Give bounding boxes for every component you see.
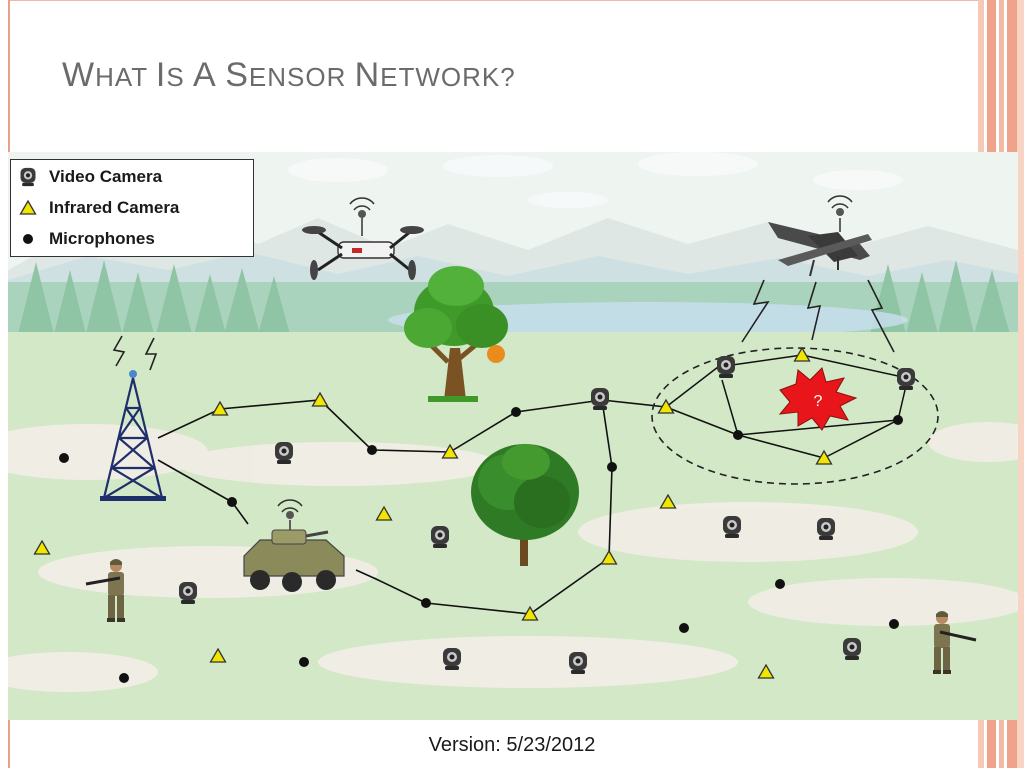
infrared-camera-icon xyxy=(17,197,39,219)
microphone-icon xyxy=(17,228,39,250)
video-camera-sensor xyxy=(717,356,735,378)
video-camera-sensor xyxy=(443,648,461,670)
legend-item-video-camera: Video Camera xyxy=(11,164,162,190)
microphone-sensor xyxy=(59,453,69,463)
alert-question-mark: ? xyxy=(814,393,823,410)
alert-explosion-icon: ? xyxy=(778,367,858,431)
soldier-right-icon xyxy=(933,611,977,674)
microphone-sensor xyxy=(421,598,431,608)
video-camera-sensor xyxy=(723,516,741,538)
microphone-sensor xyxy=(299,657,309,667)
cell-tower-icon xyxy=(100,370,166,501)
microphone-sensor xyxy=(775,579,785,589)
oak-tree-icon xyxy=(404,266,508,402)
bush-tree-icon xyxy=(471,444,579,566)
video-camera-sensor xyxy=(843,638,861,660)
sensor-network-scene: ? xyxy=(8,152,1018,720)
quadcopter-drone-icon xyxy=(302,197,424,280)
microphone-sensor xyxy=(607,462,617,472)
microphone-sensor xyxy=(367,445,377,455)
microphone-sensor xyxy=(511,407,521,417)
microphone-sensor xyxy=(227,497,237,507)
video-camera-sensor xyxy=(179,582,197,604)
version-text: Version: 5/23/2012 xyxy=(428,734,596,756)
legend-label: Infrared Camera xyxy=(49,198,180,217)
video-camera-sensor xyxy=(817,518,835,540)
legend-item-infrared-camera: Infrared Camera xyxy=(11,195,179,221)
uav-drone-icon xyxy=(768,195,872,277)
video-camera-icon xyxy=(17,166,39,188)
legend-box: Video Camera Infrared Camera Microphones xyxy=(10,159,254,257)
slide-title: WHAT IS A SENSOR NETWORK? xyxy=(62,56,516,94)
microphone-sensor xyxy=(733,430,743,440)
legend-label: Video Camera xyxy=(49,167,163,186)
microphone-sensor xyxy=(679,623,689,633)
soldier-left-icon xyxy=(85,559,125,622)
video-camera-sensor xyxy=(569,652,587,674)
video-camera-sensor xyxy=(591,388,609,410)
video-camera-sensor xyxy=(275,442,293,464)
legend-label: Microphones xyxy=(49,229,155,248)
video-camera-sensor xyxy=(431,526,449,548)
microphone-sensor xyxy=(119,673,129,683)
armored-vehicle-icon xyxy=(243,499,345,592)
slide-frame-top xyxy=(10,0,980,1)
video-camera-sensor xyxy=(897,368,915,390)
microphone-sensor xyxy=(889,619,899,629)
legend-item-microphones: Microphones xyxy=(11,226,155,252)
microphone-sensor xyxy=(893,415,903,425)
